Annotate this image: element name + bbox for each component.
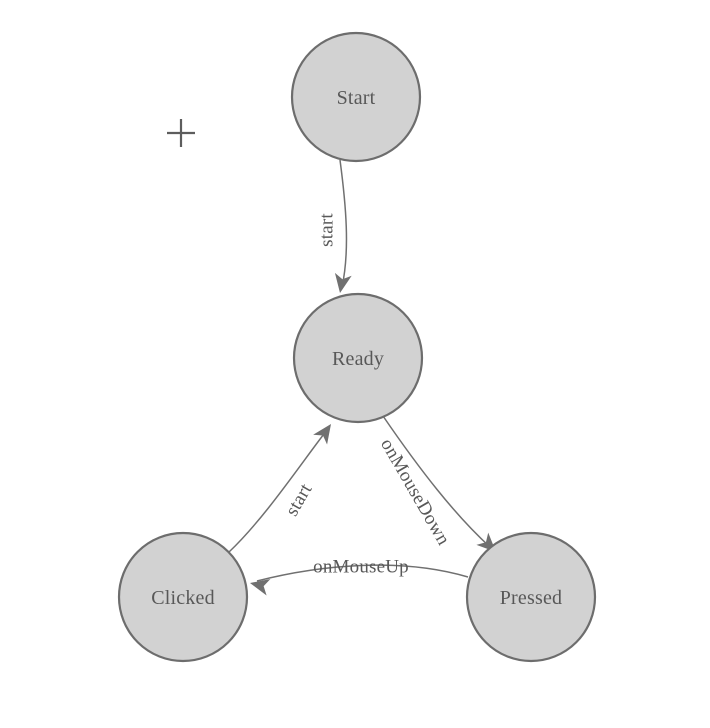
node-circle[interactable]: [290, 31, 422, 163]
edge-clicked-to-ready[interactable]: start: [228, 419, 338, 553]
edge-ready-to-pressed[interactable]: onMouseDown: [376, 415, 502, 558]
node-label: Pressed: [500, 587, 563, 609]
node-label: Ready: [332, 348, 384, 370]
edge-line: [339, 159, 348, 288]
edge-start-to-ready[interactable]: start: [317, 159, 352, 294]
node-clicked[interactable]: Clicked: [117, 531, 249, 663]
edge-label: onMouseUp: [313, 557, 409, 578]
node-label: Clicked: [151, 587, 215, 609]
edge-pressed-to-clicked[interactable]: onMouseUp: [248, 557, 469, 596]
edge-line: [382, 415, 491, 548]
node-ready[interactable]: Ready: [292, 292, 424, 424]
edge-line: [228, 429, 328, 553]
node-circle[interactable]: [465, 531, 597, 663]
edge-arrowhead: [334, 272, 352, 293]
edge-label: onMouseDown: [376, 435, 454, 549]
node-label: Start: [337, 87, 376, 109]
cursor-layer: [167, 119, 195, 147]
edge-arrowhead: [313, 424, 331, 445]
edge-line: [256, 564, 469, 582]
node-pressed[interactable]: Pressed: [465, 531, 597, 663]
crosshair-icon: [167, 119, 195, 147]
edge-label: start: [317, 213, 338, 247]
node-circle[interactable]: [292, 292, 424, 424]
edge-arrowhead: [250, 578, 271, 596]
node-start[interactable]: Start: [290, 31, 422, 163]
node-circle[interactable]: [117, 531, 249, 663]
edge-label: start: [281, 480, 316, 520]
